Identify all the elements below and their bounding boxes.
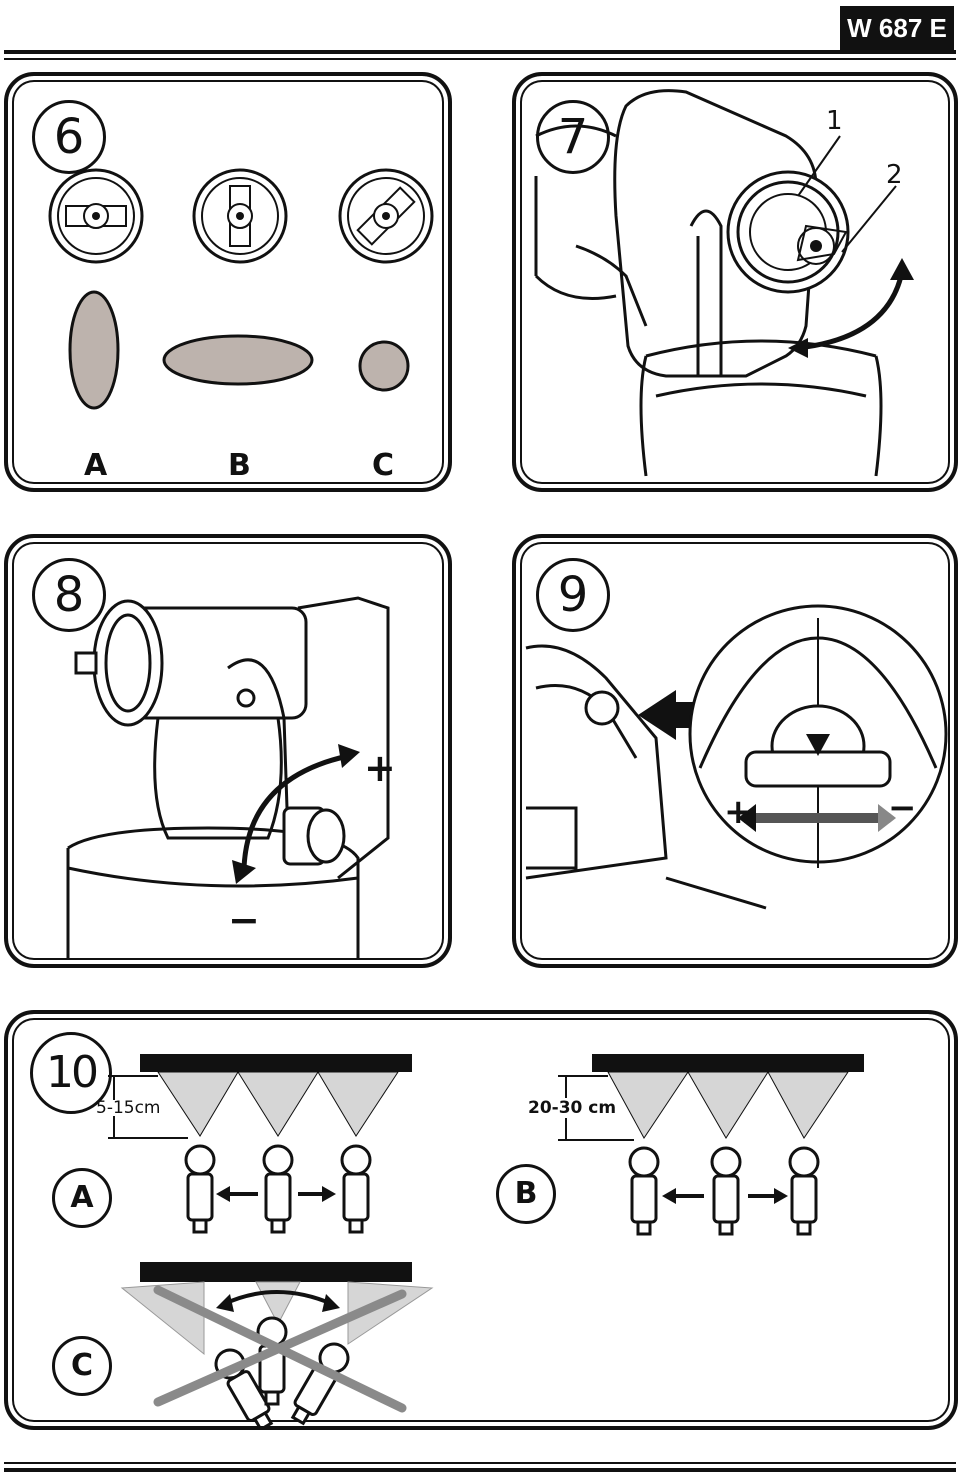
figure-10-panel: 10 5-15cm 20-30 cm A B C bbox=[4, 1010, 958, 1430]
method-label-a: A bbox=[52, 1168, 112, 1228]
header-rule-thick bbox=[4, 50, 956, 54]
motor-housing bbox=[525, 644, 668, 880]
swing-arrow-c bbox=[216, 1290, 340, 1312]
increase-symbol: + bbox=[364, 746, 396, 790]
spray-pattern-round bbox=[358, 340, 410, 392]
distance-marker-a bbox=[108, 1075, 188, 1139]
nozzle-cap-c bbox=[338, 168, 434, 264]
distance-marker-b bbox=[558, 1075, 634, 1141]
figure-6-drawing bbox=[48, 168, 434, 410]
surface-bar-a bbox=[140, 1054, 412, 1072]
distance-label-b: 20-30 cm bbox=[528, 1098, 617, 1118]
callout-line-2 bbox=[841, 185, 897, 253]
figure-8-drawing bbox=[66, 596, 390, 958]
figure-7-drawing bbox=[534, 89, 914, 477]
surface-bar-b bbox=[592, 1054, 864, 1072]
power-cord bbox=[665, 876, 767, 910]
figure-10-number: 10 bbox=[30, 1032, 112, 1114]
rotate-arrow bbox=[788, 258, 914, 358]
method-label-c: C bbox=[52, 1336, 112, 1396]
distance-label-a: 5-15cm bbox=[96, 1098, 161, 1118]
figure-9-drawing bbox=[525, 604, 948, 910]
nozzle-cap-a bbox=[48, 168, 144, 264]
method-label-b: B bbox=[496, 1164, 556, 1224]
adjust-arrow bbox=[232, 744, 360, 884]
nozzle-cap-b bbox=[192, 168, 288, 264]
figure-8-number: 8 bbox=[32, 558, 106, 632]
figure-8-panel: 8 + − bbox=[4, 534, 452, 968]
container-outline bbox=[639, 339, 883, 477]
surface-bar-c bbox=[140, 1262, 412, 1282]
grip-body bbox=[153, 717, 283, 840]
model-number-badge: W 687 E bbox=[840, 6, 954, 50]
spray-cones-b bbox=[607, 1071, 849, 1139]
figure-6-number: 6 bbox=[32, 100, 106, 174]
figure-9-number: 9 bbox=[536, 558, 610, 632]
spray-guns-b bbox=[628, 1146, 820, 1236]
decrease-symbol: − bbox=[888, 788, 917, 828]
flow-knob bbox=[282, 806, 346, 866]
incorrect-cross bbox=[153, 1285, 407, 1413]
footer-rule-thick bbox=[4, 1468, 956, 1472]
spray-cones-a bbox=[157, 1071, 399, 1137]
nozzle-ring bbox=[726, 170, 850, 294]
callout-2: 2 bbox=[886, 160, 903, 190]
spray-pattern-vertical bbox=[68, 290, 120, 410]
pattern-label-a: A bbox=[84, 448, 108, 483]
callout-1: 1 bbox=[826, 106, 843, 136]
pattern-label-c: C bbox=[372, 448, 395, 483]
figure-7-panel: 7 1 2 bbox=[512, 72, 958, 492]
increase-symbol: + bbox=[724, 792, 753, 832]
nozzle-ring-front bbox=[92, 599, 164, 727]
figure-9-panel: 9 + − bbox=[512, 534, 958, 968]
sprayer-housing bbox=[297, 596, 390, 880]
header-rule-thin bbox=[4, 58, 956, 60]
decrease-symbol: − bbox=[228, 898, 260, 942]
magnified-knob bbox=[688, 604, 948, 868]
pattern-label-b: B bbox=[228, 448, 251, 483]
figure-7-number: 7 bbox=[536, 100, 610, 174]
footer-rule-thin bbox=[4, 1462, 956, 1464]
spray-guns-a bbox=[184, 1144, 372, 1234]
figure-10-drawing bbox=[108, 1054, 864, 1426]
spray-pattern-horizontal bbox=[162, 334, 314, 386]
figure-6-panel: 6 A B C bbox=[4, 72, 452, 492]
callout-line-1 bbox=[797, 135, 841, 197]
